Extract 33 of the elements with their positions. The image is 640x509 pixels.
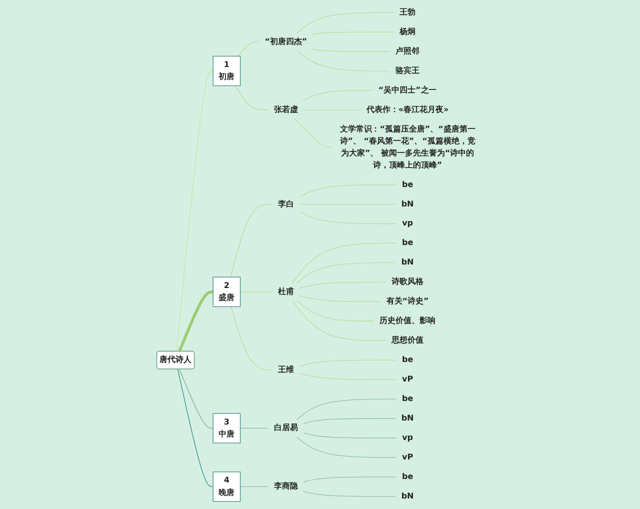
connector bbox=[302, 90, 373, 102]
connector bbox=[299, 373, 397, 380]
connector bbox=[230, 306, 272, 370]
connector bbox=[176, 70, 214, 352]
connector bbox=[296, 262, 396, 284]
connector bbox=[299, 282, 386, 289]
connector bbox=[296, 50, 390, 72]
connector bbox=[234, 85, 268, 110]
connector bbox=[299, 204, 396, 205]
connector bbox=[303, 418, 396, 424]
connector bbox=[177, 368, 214, 488]
connector bbox=[303, 491, 396, 497]
connector bbox=[230, 204, 272, 278]
connector bbox=[296, 398, 396, 420]
connector bbox=[240, 428, 268, 429]
connector bbox=[299, 184, 396, 198]
connector bbox=[178, 290, 213, 352]
connector bbox=[178, 368, 214, 429]
connector bbox=[303, 476, 396, 482]
connector bbox=[292, 242, 396, 284]
connector bbox=[292, 300, 386, 341]
connector bbox=[312, 32, 394, 35]
connector bbox=[296, 12, 394, 34]
connector bbox=[299, 360, 396, 366]
connector bbox=[296, 300, 374, 322]
connector bbox=[238, 41, 260, 57]
connector bbox=[299, 295, 381, 302]
connector bbox=[296, 436, 397, 458]
connector bbox=[312, 48, 390, 52]
connector bbox=[299, 211, 397, 224]
connector bbox=[294, 118, 332, 148]
connector bbox=[240, 486, 268, 488]
connector bbox=[303, 432, 397, 438]
